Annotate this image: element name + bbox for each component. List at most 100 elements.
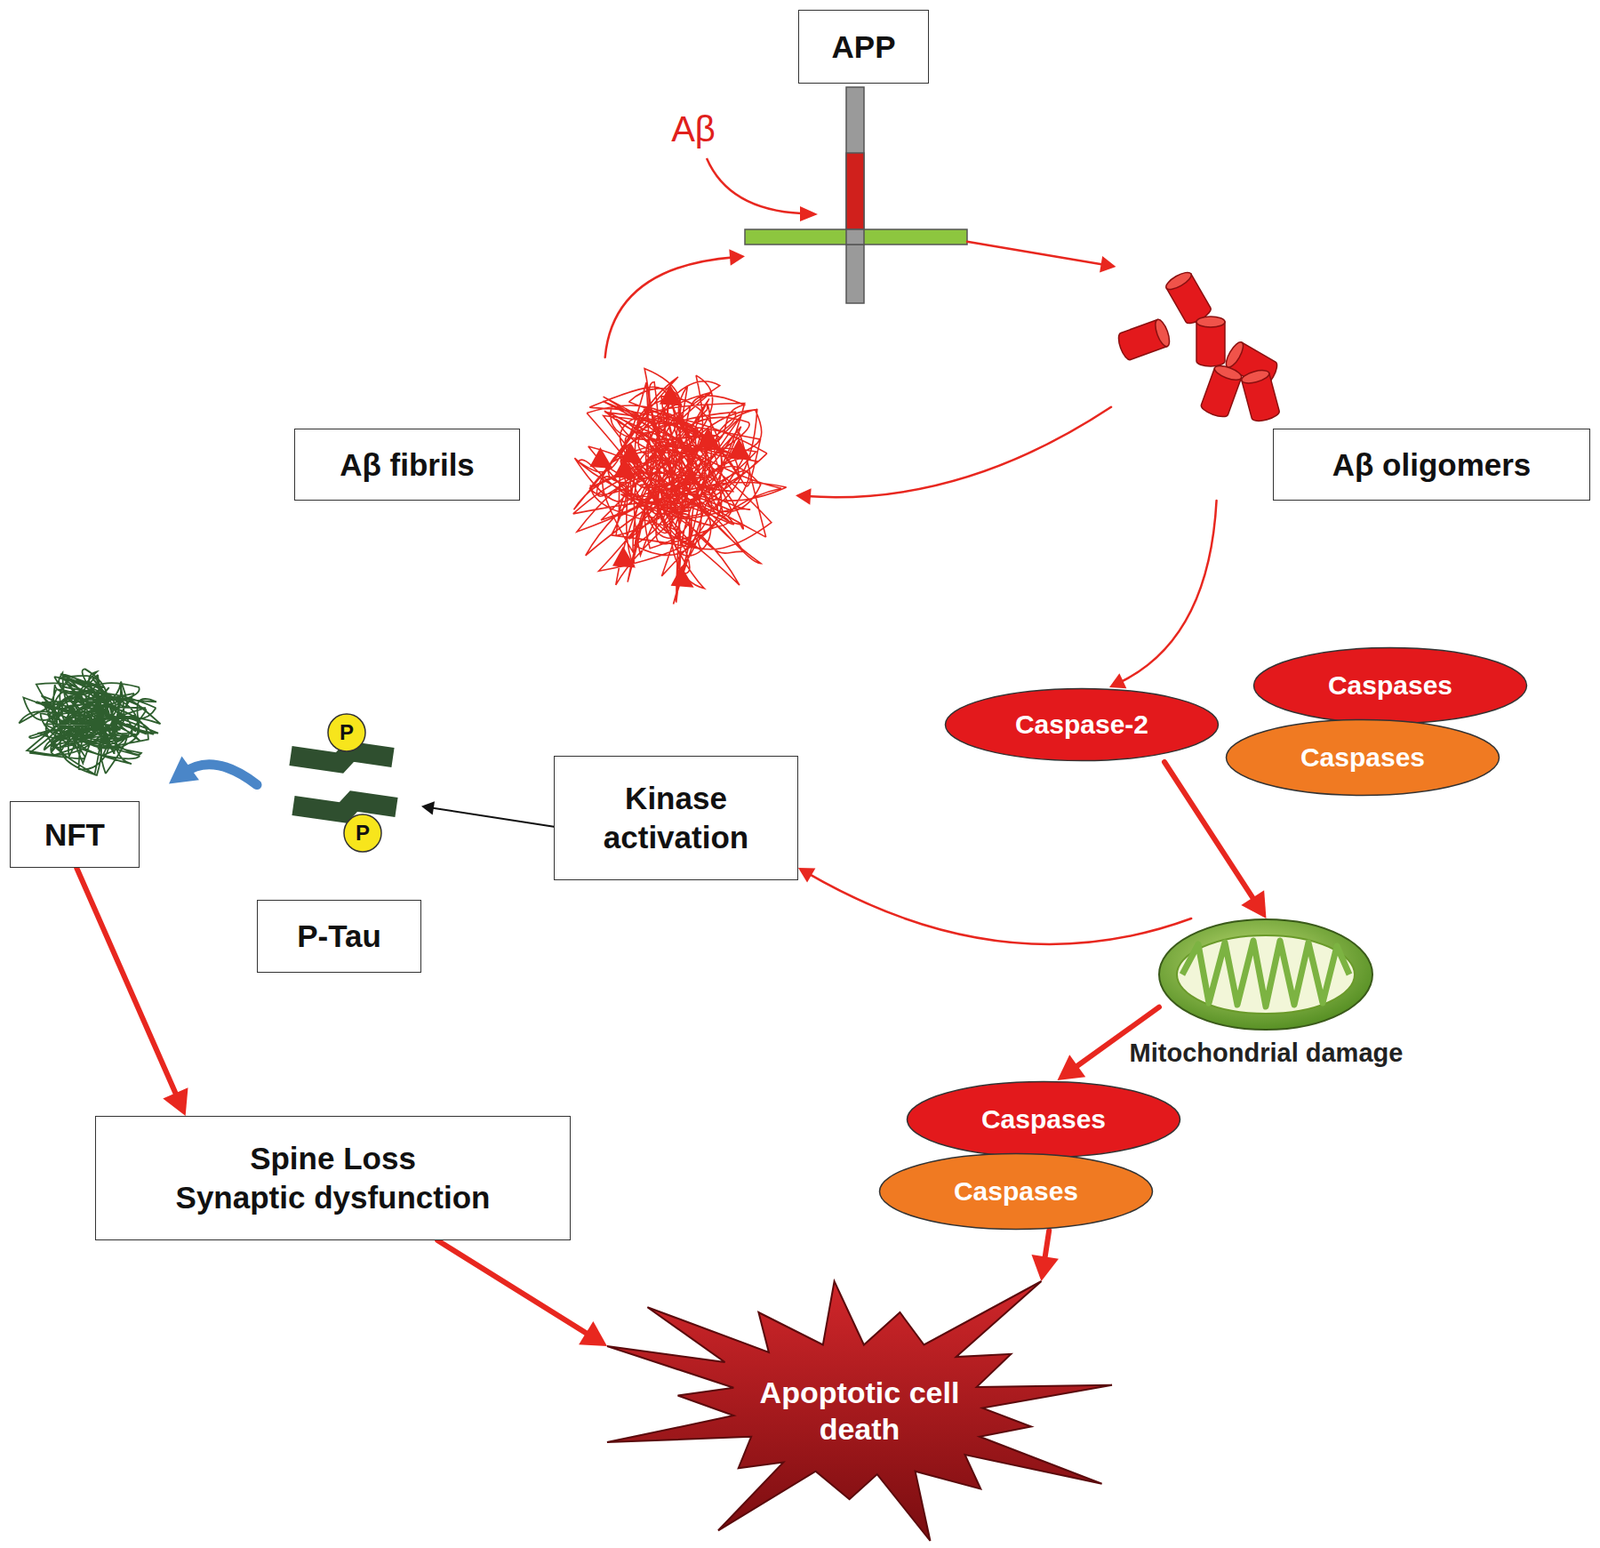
ellipse-outline [1254,648,1528,724]
labeled-figure: Aβ fibrils [294,357,796,618]
tangle-strokes [573,368,787,605]
connector-line [807,872,1192,944]
connector-line [437,1240,592,1337]
label-box: P-Tau [256,899,422,973]
fibril-sheet [589,447,613,469]
phosphate-label: P [344,815,381,851]
node-label: Caspases [953,1174,1079,1208]
molecule-label: Aβ [653,104,734,153]
label-box: APP [798,9,929,84]
membrane-bar [744,229,968,245]
star-text: Apoptotic cell death [607,1280,1112,1541]
ellipse-text: Caspases [1224,718,1501,797]
connector [1031,1230,1058,1281]
connector [967,241,1116,273]
ellipse-outline [945,688,1219,761]
labeled-figure: APP [744,9,968,304]
fibril-sheet [612,545,636,568]
node-label: Synaptic dysfunction [176,1177,491,1217]
ellipse-text: Caspases [878,1152,1154,1231]
node-label: Caspases [981,1102,1106,1136]
node-label: Caspase-2 [1015,707,1149,742]
caspase-ellipse: Caspase-2 [944,687,1220,762]
mitochondrion-node: Mitochondrial damage [1159,918,1374,1107]
arrow-head [1109,672,1127,688]
app-stalk-front [846,229,864,245]
fibril-sheet [728,438,752,460]
node-label: Spine Loss [249,1138,416,1178]
ellipse-outline [1226,720,1500,796]
arrow-head [728,248,745,266]
fibril-sheet [671,566,695,588]
connector-line [430,807,554,827]
caspase-ellipse: Caspases [878,1152,1154,1231]
label-box: NFT [9,800,140,868]
burst-shape: Apoptotic cell death [607,1280,1112,1541]
fibril-sheet [659,384,683,407]
caspase-ellipse: Caspases [905,1080,1182,1159]
connector [168,756,257,785]
arrow-head [798,867,816,883]
connector [1109,500,1217,688]
arrow-head [162,1087,188,1116]
connector-line [806,407,1112,497]
connector [1164,761,1267,919]
connector [795,407,1112,505]
arrow-head [1240,889,1266,919]
ellipse-text: Caspases [1252,646,1528,725]
arrow-head [1057,1054,1087,1080]
oligomer-cylinders [1115,269,1280,424]
node-label: P-Tau [296,916,382,956]
labeled-figure: Aβ oligomers [1111,266,1591,501]
ptau-strands [290,713,397,852]
nft-tangle [18,668,160,776]
connector [421,800,554,827]
abeta-leader-head [800,206,818,222]
connector [605,248,745,358]
arrow-head [795,488,812,505]
labeled-figure: NFT [9,657,169,868]
arrow-head [421,800,435,815]
node-label: NFT [44,815,105,855]
fibril-tangle [573,368,787,605]
star-outline [607,1280,1112,1541]
connector [76,867,188,1116]
mitochondrion [1159,919,1373,1030]
node-label: Aβ fibrils [339,445,475,485]
connector-line [605,256,735,358]
connector-line [76,867,179,1100]
fibril-sheet [619,441,643,464]
connector-line [1164,761,1257,904]
caption-text: Mitochondrial damage [1123,1037,1409,1105]
caspase-ellipse: Caspases [1252,646,1528,725]
fibril-sheet [697,426,721,448]
node-label: Caspases [1300,740,1425,775]
arrow-head [168,756,200,784]
process-box: Spine LossSynaptic dysfunction [95,1115,571,1240]
arrow-head [1099,256,1116,272]
ellipse-text: Caspase-2 [944,687,1220,762]
node-label: Mitochondrial damage [1129,1037,1404,1069]
phosphate-label: P [328,714,365,751]
caspase-ellipse: Caspases [1224,718,1501,797]
connector-line [967,241,1106,265]
ellipse-text: Caspases [905,1080,1182,1159]
connector [437,1240,608,1346]
label-box: Aβ oligomers [1272,428,1591,501]
node-label: Caspases [1328,668,1453,703]
node-label: Aβ oligomers [1332,445,1532,485]
abeta-segment [846,152,864,230]
star-shape [607,1280,1112,1541]
ellipse-outline [880,1153,1153,1230]
node-label: Kinase activation [567,778,785,857]
tangle-strokes [18,668,160,776]
node-label: APP [832,27,896,67]
abeta-leader [706,158,802,214]
arrow-head [1031,1254,1058,1281]
node-label: Apoptotic cell death [726,1374,993,1448]
connector [798,867,1192,944]
ellipse-outline [907,1081,1181,1158]
label-box: Aβ fibrils [294,428,520,501]
connector-line [1119,500,1217,683]
app-stalk [846,87,864,304]
